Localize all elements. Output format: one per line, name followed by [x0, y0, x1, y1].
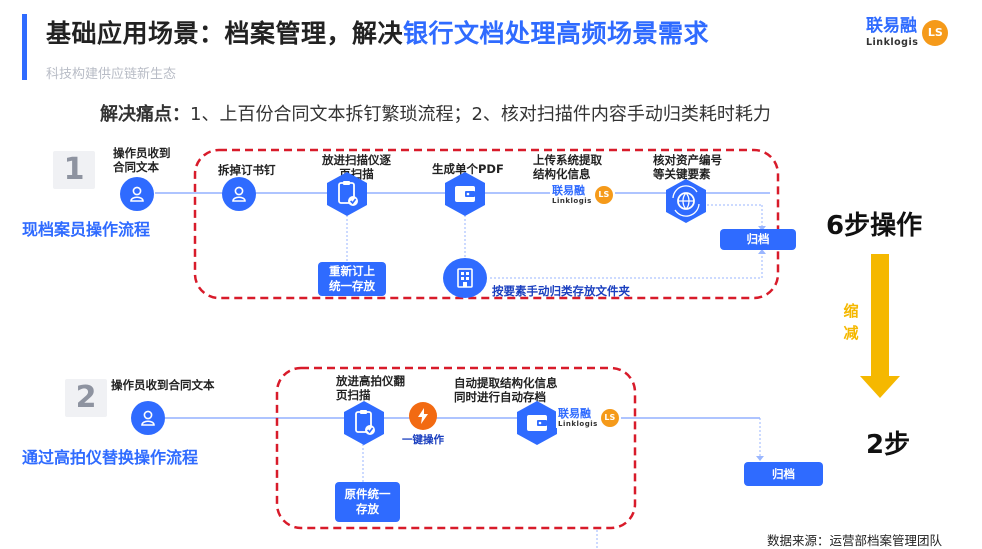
shrink-label: 缩 减 [843, 302, 859, 342]
flow2-brand-logo: 联易融 Linklogis LS [556, 408, 621, 428]
flow1-step1-node [120, 177, 154, 211]
brand-logo: 联易融 Linklogis LS [866, 16, 949, 48]
flow1-rebind-box: 重新订上 统一存放 [318, 262, 386, 296]
flow1-step5-label: 上传系统提取 结构化信息 [533, 153, 602, 181]
lightning-icon [418, 408, 428, 424]
title-accent-bar [22, 14, 27, 80]
globe-refresh-icon [672, 185, 700, 217]
brand-badge: LS [922, 19, 949, 46]
flow1-step-count: 6步操作 [826, 211, 923, 241]
one-click-label: 一键操作 [402, 434, 444, 446]
flow2-step3-label: 自动提取结构化信息 同时进行自动存档 [454, 376, 558, 404]
title-prefix: 基础应用场景：档案管理，解决 [46, 19, 404, 48]
flow2-original-storage-box: 原件统一 存放 [335, 482, 400, 522]
flow2-step1-label: 操作员收到合同文本 [111, 378, 215, 392]
page-title: 基础应用场景：档案管理，解决银行文档处理高频场景需求 [46, 14, 709, 50]
flow2-step3-node [517, 401, 557, 445]
shrink-arrow-head [860, 376, 900, 398]
flow1-step3-node [327, 172, 367, 216]
flow1-step6-label: 核对资产编号 等关键要素 [653, 153, 722, 181]
flow1-number: 1 [53, 151, 95, 189]
flow1-folder-label: 按要素手动归类存放文件夹 [492, 284, 630, 298]
flow2-archive-arrowhead [756, 456, 764, 461]
flow1-dashed-box [193, 148, 780, 300]
brand-sub: Linklogis [866, 37, 919, 48]
flow1-step2-node [222, 177, 256, 211]
flow2-dashed-box [275, 366, 637, 530]
page-subtitle: 科技构建供应链新生态 [46, 67, 177, 82]
wallet-icon [527, 415, 547, 431]
flow2-step-count: 2步 [866, 430, 911, 460]
flow2-archive-box: 归档 [744, 462, 823, 486]
pain-points-text: 1、上百份合同文本拆钉繁琐流程；2、核对扫描件内容手动归类耗时耗力 [190, 104, 771, 125]
flow2-step2-node [344, 401, 384, 445]
flow2-number: 2 [65, 379, 107, 417]
flow2-step1-node [131, 401, 165, 435]
flow1-step2-label: 拆掉订书钉 [218, 163, 276, 177]
flow1-folder-arrowhead [758, 249, 766, 254]
user-icon [141, 410, 155, 426]
brand-name: 联易融 [866, 16, 917, 36]
user-icon [130, 186, 144, 202]
clipboard-check-icon [338, 181, 358, 206]
one-click-node [409, 402, 437, 430]
flow2-row-label: 通过高拍仪替换操作流程 [22, 448, 199, 467]
pain-points-label: 解决痛点： [100, 104, 190, 125]
shrink-arrow-shaft [871, 254, 889, 378]
building-icon [457, 268, 473, 288]
flow1-step5-brand-logo: 联易融 Linklogis LS [550, 185, 615, 205]
flow1-row-label: 现档案员操作流程 [22, 220, 151, 239]
pain-points: 解决痛点：1、上百份合同文本拆钉繁琐流程；2、核对扫描件内容手动归类耗时耗力 [100, 100, 771, 126]
wallet-icon [455, 186, 475, 202]
source-note: 数据来源：运营部档案管理团队 [766, 533, 942, 548]
flow1-step3-label: 放进扫描仪逐 页扫描 [322, 153, 391, 181]
title-highlight: 银行文档处理高频场景需求 [403, 19, 710, 48]
user-icon [232, 186, 246, 202]
flow1-folder-node [443, 258, 487, 298]
flow1-archive-arrowhead [758, 226, 766, 231]
flow1-step6-node [666, 179, 706, 223]
flow2-step2-label: 放进高拍仪翻 页扫描 [336, 374, 405, 402]
clipboard-check-icon [355, 410, 375, 435]
flow1-archive-box: 归档 [720, 229, 796, 250]
flow1-step4-label: 生成单个PDF [432, 162, 504, 176]
flow1-step4-node [445, 172, 485, 216]
flow1-step1-label: 操作员收到 合同文本 [113, 146, 171, 174]
